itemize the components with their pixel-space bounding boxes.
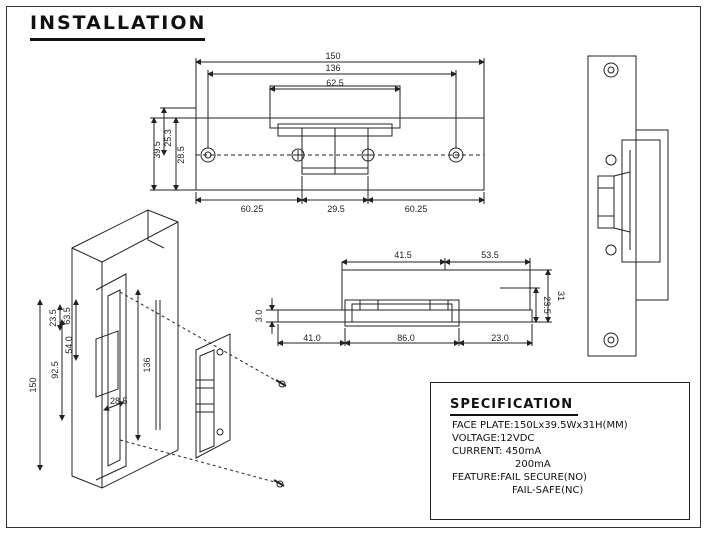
title-underline <box>30 38 205 41</box>
spec-feature: FEATURE:FAIL SECURE(NO) <box>452 472 587 483</box>
front-body <box>621 139 661 263</box>
dim-iso-23-5: 23.5 <box>48 309 58 327</box>
dim-side-3-0: 3.0 <box>254 310 264 323</box>
dim-side-41-0: 41.0 <box>303 333 321 343</box>
front-latch <box>597 175 615 229</box>
top-strike-body <box>269 85 401 129</box>
side-body <box>344 299 460 327</box>
dim-top-holes: 136 <box>325 63 340 73</box>
spec-current-second: 200mA <box>515 459 551 470</box>
front-view <box>587 55 669 357</box>
door-frame <box>71 209 179 489</box>
top-faceplate <box>195 117 485 191</box>
front-faceplate <box>587 55 637 357</box>
page-title: INSTALLATION <box>30 12 207 34</box>
dim-side-23-0: 23.0 <box>491 333 509 343</box>
dim-left-28: 28.5 <box>176 146 186 164</box>
dim-iso-63-5: 63.5 <box>62 307 72 325</box>
specification-box <box>430 382 690 520</box>
dim-iso-92-5: 92.5 <box>50 361 60 379</box>
dim-side-41-5: 41.5 <box>394 250 412 260</box>
spec-voltage: VOLTAGE:12VDC <box>452 433 535 444</box>
dim-bottom-right: 60.25 <box>405 204 428 214</box>
sheet-border <box>6 6 701 528</box>
spec-current: CURRENT: 450mA <box>452 446 542 457</box>
side-faceplate <box>277 309 533 323</box>
dim-bottom-left: 60.25 <box>241 204 264 214</box>
dim-side-86-0: 86.0 <box>397 333 415 343</box>
dim-side-23-5: 23.5 <box>542 296 552 314</box>
installed-strike <box>195 333 231 459</box>
side-view <box>266 258 552 346</box>
dim-side-53-5: 53.5 <box>481 250 499 260</box>
dim-iso-150: 150 <box>28 377 38 392</box>
dim-left-25: 25.3 <box>163 129 173 147</box>
specification-underline <box>450 414 578 416</box>
spec-feature-second: FAIL-SAFE(NC) <box>512 485 584 496</box>
dim-iso-136: 136 <box>142 357 152 372</box>
dim-top-body: 62.5 <box>326 78 344 88</box>
dim-left-39: 39.5 <box>152 141 162 159</box>
dim-bottom-center: 29.5 <box>327 204 345 214</box>
dim-side-31: 31 <box>556 291 566 301</box>
spec-face-plate: FACE PLATE:150Lx39.5Wx31H(MM) <box>452 420 628 431</box>
dim-iso-28-5: 28.5 <box>110 396 128 406</box>
dim-iso-54-0: 54.0 <box>64 336 74 354</box>
top-view <box>150 58 485 204</box>
specification-heading: SPECIFICATION <box>450 397 574 412</box>
dim-top-overall: 150 <box>325 51 340 61</box>
isometric-install-view <box>37 209 287 489</box>
